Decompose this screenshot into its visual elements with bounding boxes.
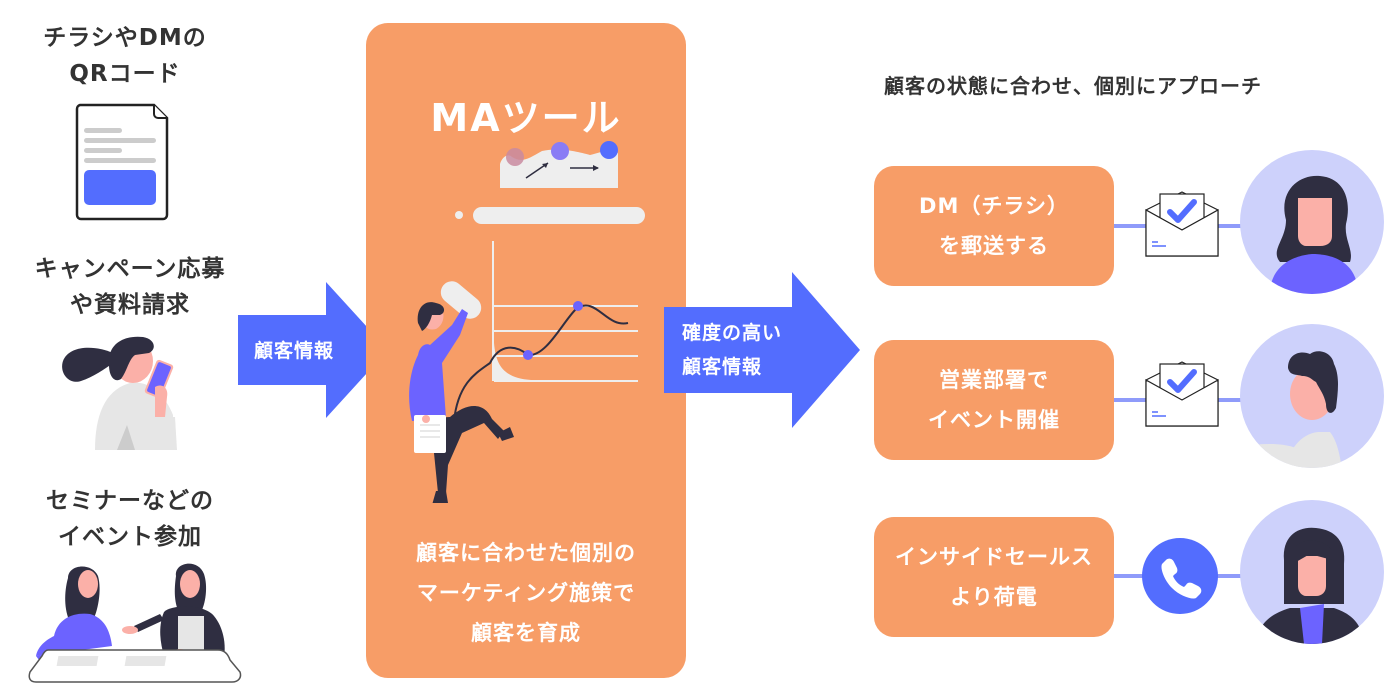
mail-check-icon (1145, 361, 1219, 427)
man-avatar (1240, 324, 1384, 468)
mail-check-icon (1145, 191, 1219, 257)
action-box-inside-sales: インサイドセールス より荷電 (874, 517, 1114, 637)
ma-tool-panel: MAツール 顧客に合 (366, 23, 686, 678)
phone-icon (1161, 558, 1202, 599)
arrow-in-label: 顧客情報 (254, 340, 335, 362)
arrow-out-shape (664, 272, 860, 428)
arrow-out (664, 272, 860, 428)
ma-tool-description: 顧客に合わせた個別の マーケティング施策で 顧客を育成 (416, 541, 636, 645)
action-box-event: 営業部署で イベント開催 (874, 340, 1114, 460)
arrow-in (238, 282, 388, 418)
ma-tool-title: MAツール (430, 96, 622, 140)
source-label-flyer: チラシやDMの QRコード (43, 25, 207, 87)
woman-avatar-long-hair (1240, 150, 1384, 294)
woman-climbing-growth-chart-illustration (409, 141, 645, 503)
source-label-seminar: セミナーなどの イベント参加 (46, 488, 214, 550)
source-label-campaign: キャンペーン応募 や資料請求 (34, 256, 226, 318)
woman-avatar-bob (1240, 500, 1384, 644)
arrow-in-shape (238, 282, 388, 418)
flyer-document-icon (75, 103, 169, 221)
action-box-dm: DM（チラシ） を郵送する (874, 166, 1114, 286)
phone-icon-badge (1142, 538, 1218, 614)
approach-title: 顧客の状態に合わせ、個別にアプローチ (884, 74, 1262, 98)
arrow-out-label: 確度の高い 顧客情報 (682, 322, 783, 378)
woman-with-phone-illustration (62, 336, 177, 450)
seminar-meeting-illustration (28, 563, 242, 683)
